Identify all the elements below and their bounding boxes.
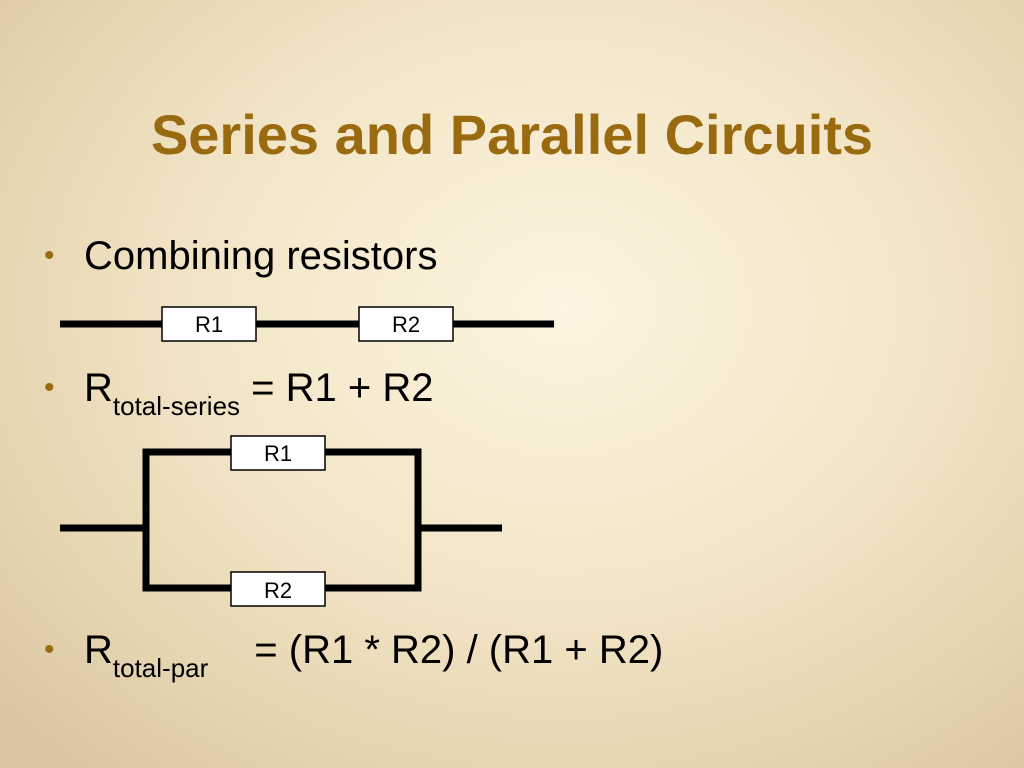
series-resistor-r1: R1 (161, 306, 257, 342)
parallel-resistor-r1-label: R1 (264, 441, 292, 466)
bullet-dot-icon: • (44, 239, 55, 272)
formula-equation: = R1 + R2 (251, 366, 434, 410)
formula-equation: = (R1 * R2) / (R1 + R2) (254, 628, 664, 672)
bullet-text: Combining resistors (84, 234, 438, 278)
parallel-resistor-r2: R2 (230, 571, 326, 607)
series-resistor-r1-label: R1 (195, 312, 223, 337)
series-resistor-r2-label: R2 (392, 312, 420, 337)
bullet-series-formula: • Rtotal-series = R1 + R2 (44, 364, 434, 430)
slide-title: Series and Parallel Circuits (150, 103, 874, 166)
formula-lead: R (84, 628, 113, 672)
parallel-resistor-r2-label: R2 (264, 578, 292, 603)
series-circuit: R1 R2 (60, 306, 554, 342)
series-resistor-r2: R2 (358, 306, 454, 342)
parallel-resistor-r1: R1 (230, 435, 326, 471)
parallel-circuit: R1 R2 (60, 435, 502, 607)
formula-lead: R (84, 366, 113, 410)
bullet-dot-icon: • (44, 371, 55, 404)
bullet-combining-resistors: • Combining resistors (44, 232, 437, 280)
formula-subscript: total-par (112, 653, 209, 683)
parallel-loop (142, 448, 422, 592)
bullet-dot-icon: • (44, 633, 55, 666)
formula-subscript: total-series (112, 391, 241, 421)
bullet-parallel-formula: • Rtotal-par = (R1 * R2) / (R1 + R2) (44, 626, 663, 692)
